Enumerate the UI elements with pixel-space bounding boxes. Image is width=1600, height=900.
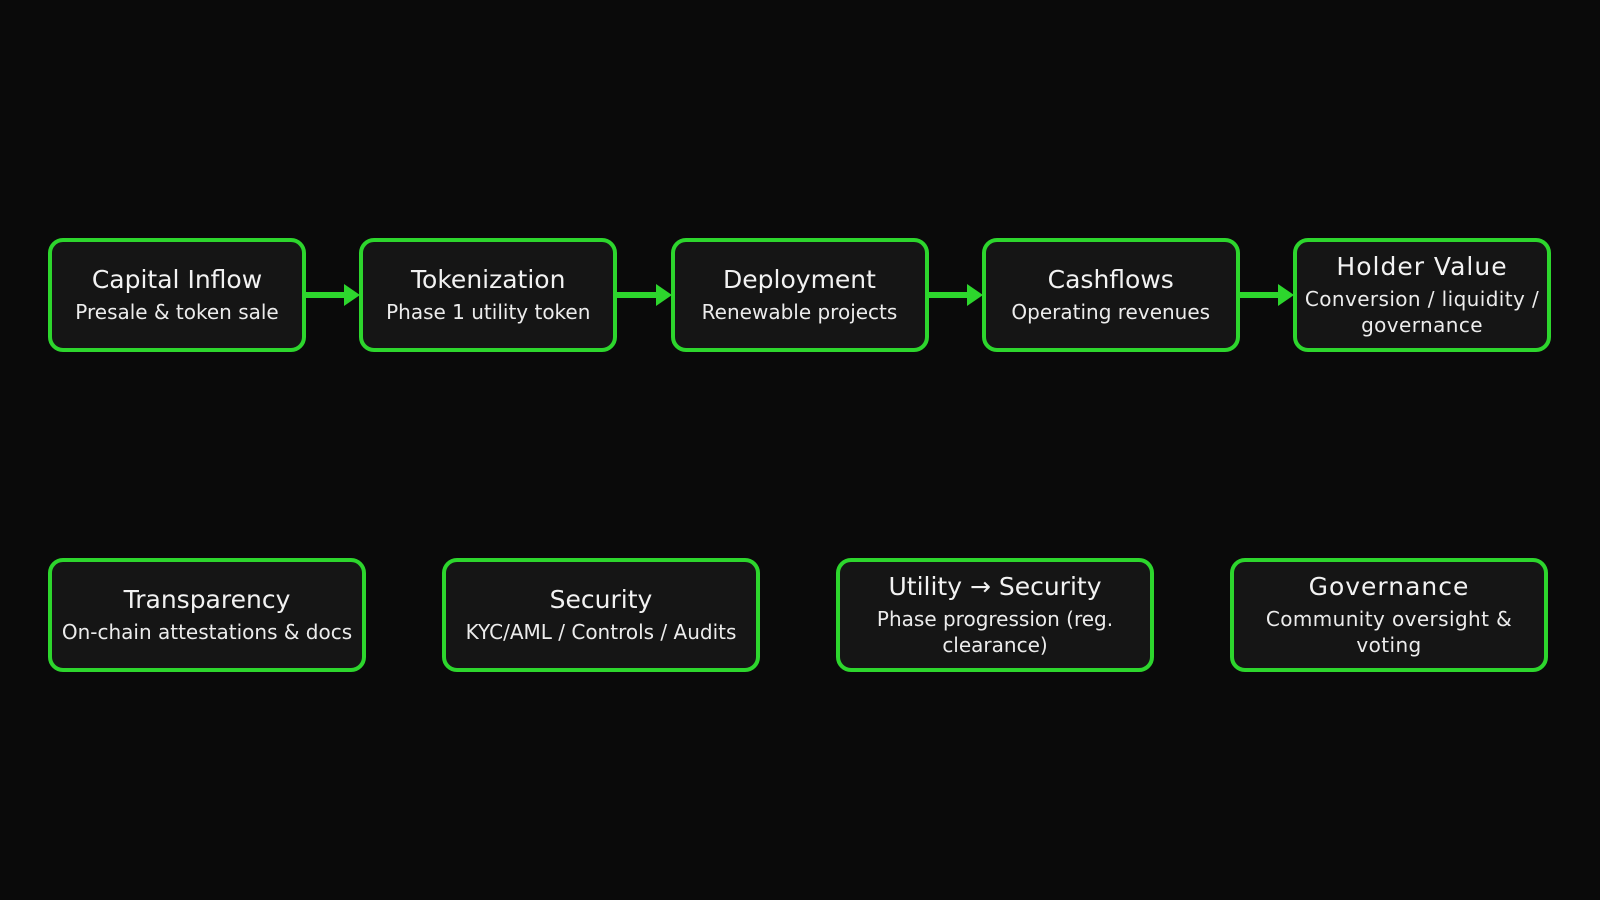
pillar-node-utility-to-security: Utility → Security Phase progression (re…: [836, 558, 1154, 672]
node-title: Cashflows: [1047, 265, 1174, 295]
arrow-right-icon: [1278, 284, 1294, 306]
flow-arrow: [304, 238, 361, 352]
arrow-shaft: [615, 292, 657, 298]
arrow-right-icon: [966, 284, 983, 306]
node-subtitle: Operating revenues: [1011, 299, 1211, 324]
node-title: Tokenization: [411, 265, 566, 295]
flow-node-holder-value: Holder Value Conversion / liquidity / go…: [1293, 238, 1551, 352]
node-title: Transparency: [123, 585, 291, 615]
flow-arrow: [615, 238, 672, 352]
node-subtitle: Renewable projects: [701, 299, 898, 324]
arrow-shaft: [926, 292, 968, 298]
node-subtitle: On-chain attestations & docs: [61, 619, 353, 644]
flow-node-deployment: Deployment Renewable projects: [670, 238, 929, 352]
flow-node-capital-inflow: Capital Inflow Presale & token sale: [48, 238, 306, 352]
flow-node-tokenization: Tokenization Phase 1 utility token: [359, 238, 618, 352]
arrow-shaft: [304, 292, 346, 298]
flow-arrow: [926, 238, 983, 352]
flow-arrow: [1237, 238, 1294, 352]
node-subtitle: Community oversight & voting: [1265, 606, 1513, 657]
node-title: Holder Value: [1336, 252, 1508, 282]
arrow-right-icon: [344, 284, 361, 306]
node-title: Security: [549, 585, 653, 615]
flow-node-cashflows: Cashflows Operating revenues: [981, 238, 1240, 352]
node-subtitle: Conversion / liquidity / governance: [1304, 286, 1540, 337]
pillar-node-transparency: Transparency On-chain attestations & doc…: [48, 558, 366, 672]
arrow-shaft: [1237, 292, 1279, 298]
flow-row: Capital Inflow Presale & token sale Toke…: [48, 238, 1551, 352]
node-subtitle: Presale & token sale: [75, 299, 279, 324]
node-title: Utility → Security: [888, 572, 1102, 602]
node-title: Governance: [1308, 572, 1470, 602]
pillar-node-governance: Governance Community oversight & voting: [1230, 558, 1548, 672]
node-subtitle: Phase 1 utility token: [386, 299, 591, 324]
pillar-node-security: Security KYC/AML / Controls / Audits: [442, 558, 760, 672]
node-title: Deployment: [723, 265, 876, 295]
arrow-right-icon: [655, 284, 672, 306]
node-title: Capital Inflow: [91, 265, 263, 295]
node-subtitle: KYC/AML / Controls / Audits: [465, 619, 737, 644]
node-subtitle: Phase progression (reg. clearance): [876, 606, 1114, 657]
pillar-row: Transparency On-chain attestations & doc…: [48, 558, 1548, 672]
